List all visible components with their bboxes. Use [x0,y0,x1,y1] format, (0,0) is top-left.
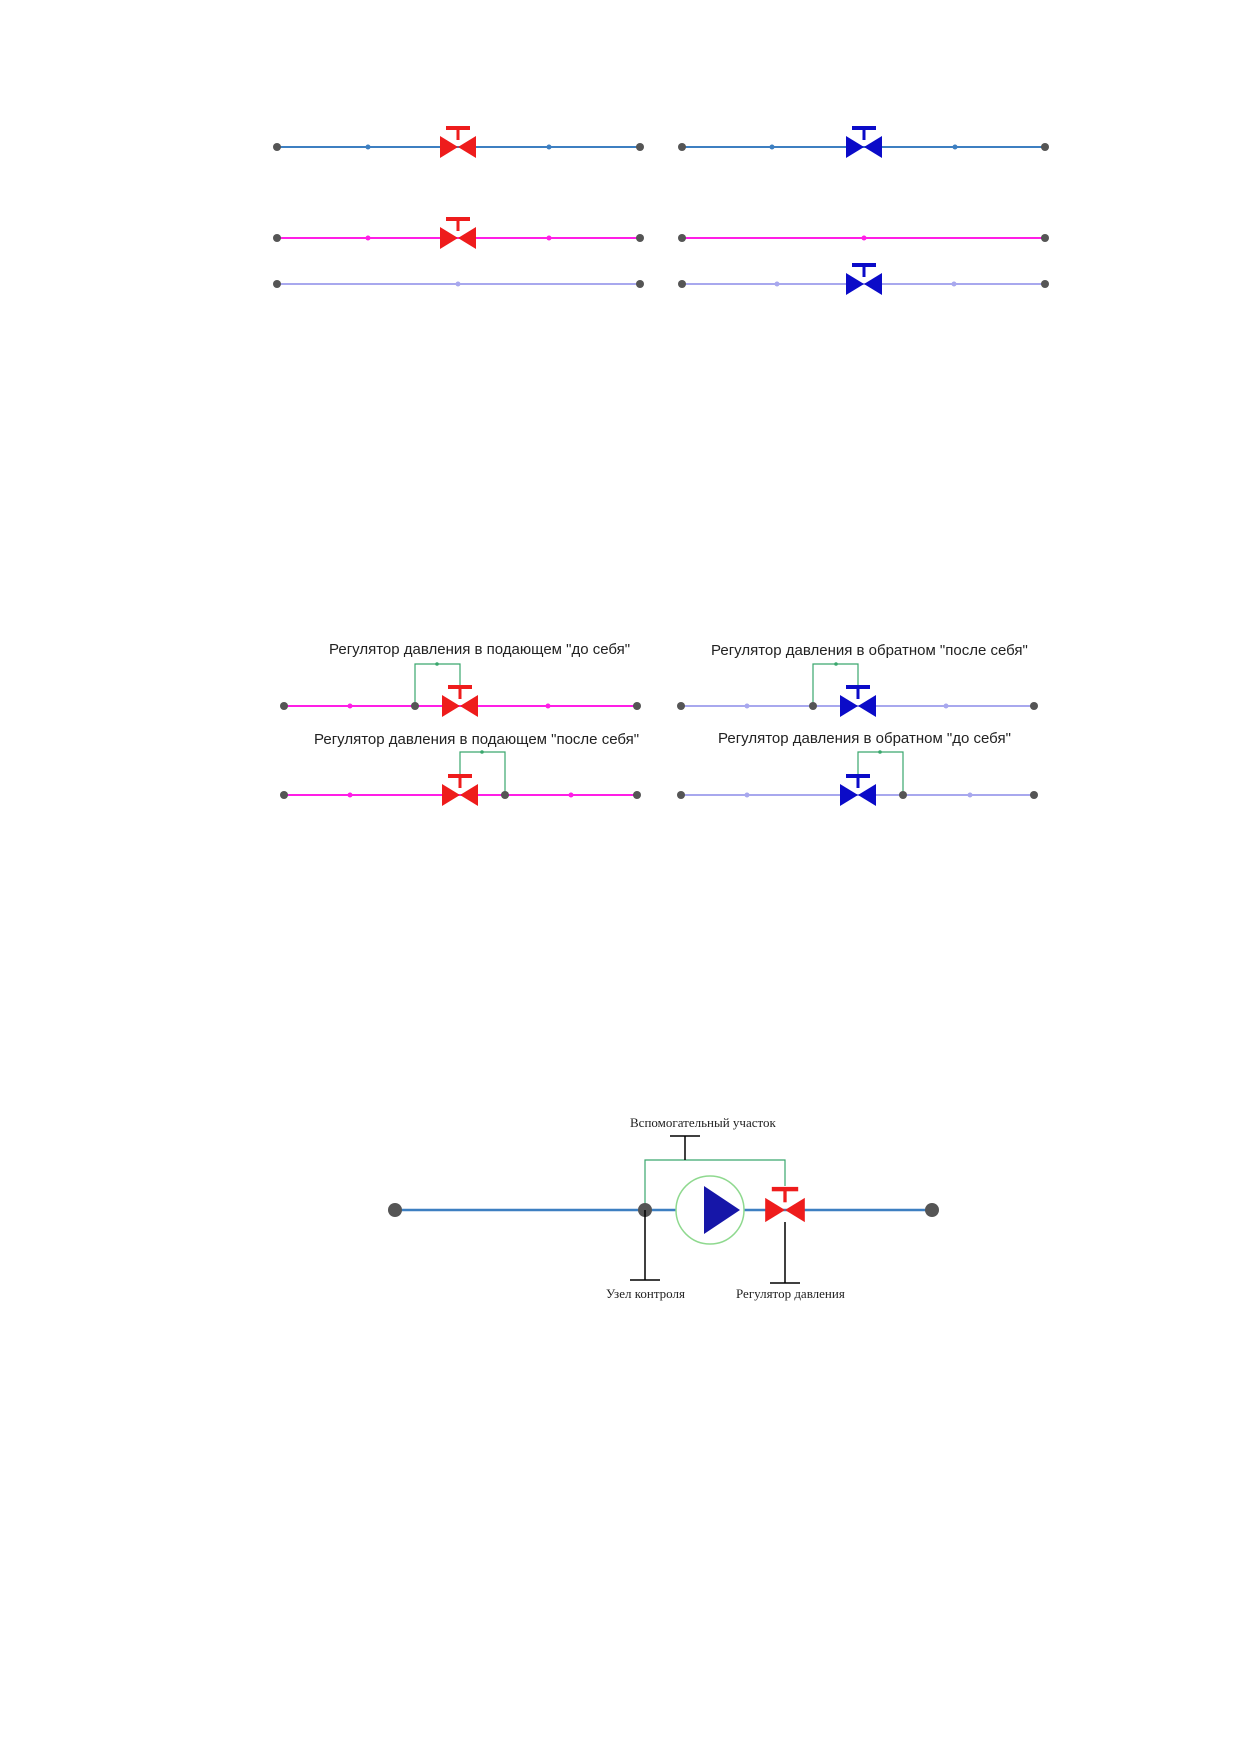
node-dot-icon [636,143,644,151]
node-dot-icon [1041,143,1049,151]
control-node-dot [899,791,907,799]
magenta-pipe-plain [678,234,1049,242]
impulse-line [857,751,904,795]
supply-regulator-after-self [280,750,641,806]
node-dot-icon [636,234,644,242]
impulse-line [459,751,506,795]
node-dot-icon [633,791,641,799]
node-dot-icon [273,280,281,288]
node-dot-icon [636,280,644,288]
return-regulator-before-self [677,750,1038,806]
label-pressure-regulator: Регулятор давления [736,1286,845,1301]
node-dot-icon [280,702,288,710]
node-dot-icon [1041,280,1049,288]
label-supply-after-self: Регулятор давления в подающем "после себ… [314,731,639,748]
label-auxiliary-section: Вспомогательный участок [630,1115,776,1130]
node-dot-icon [1041,234,1049,242]
node-dot-icon [677,702,685,710]
node-dot-icon [678,280,686,288]
red-gate-valve-icon [765,1186,805,1223]
return-pipe-plain [273,280,644,288]
control-node-dot [411,702,419,710]
node-dot-icon [1030,791,1038,799]
node-dot-icon [273,234,281,242]
red-gate-valve-icon [440,126,476,158]
label-return-before-self: Регулятор давления в обратном "до себя" [718,730,1011,747]
blue-gate-valve-icon [846,263,882,295]
supply-pipe-with-red-valve [273,126,644,158]
return-pipe-with-blue-valve [678,263,1049,295]
control-node-dot [809,702,817,710]
label-control-node: Узел контроля [606,1286,685,1301]
auxiliary-section-line [644,1159,786,1210]
node-dot-icon [280,791,288,799]
node-dot-icon [678,143,686,151]
return-regulator-after-self [677,662,1038,717]
blue-gate-valve-icon [840,685,876,717]
magenta-pipe-with-red-valve [273,217,644,249]
figure-2-regulator-variants: Регулятор давления в подающем "до себя" … [280,641,1038,806]
supply-regulator-before-self [280,662,641,717]
figure-3-pump-with-regulator: Вспомогательный участок Узел контроля Ре… [388,1115,939,1301]
red-gate-valve-icon [440,217,476,249]
blue-gate-valve-icon [840,774,876,806]
node-dot-icon [678,234,686,242]
node-dot-icon [633,702,641,710]
label-supply-before-self: Регулятор давления в подающем "до себя" [329,641,630,658]
node-dot-icon [388,1203,402,1217]
figure-1-pipe-sections [273,126,1049,295]
node-dot-icon [925,1203,939,1217]
label-return-after-self: Регулятор давления в обратном "после себ… [711,642,1028,659]
blue-gate-valve-icon [846,126,882,158]
red-gate-valve-icon [442,774,478,806]
node-dot-icon [677,791,685,799]
pump-icon [675,1175,745,1245]
red-gate-valve-icon [442,685,478,717]
control-node-dot [501,791,509,799]
node-dot-icon [1030,702,1038,710]
supply-pipe-with-blue-valve [678,126,1049,158]
node-dot-icon [273,143,281,151]
